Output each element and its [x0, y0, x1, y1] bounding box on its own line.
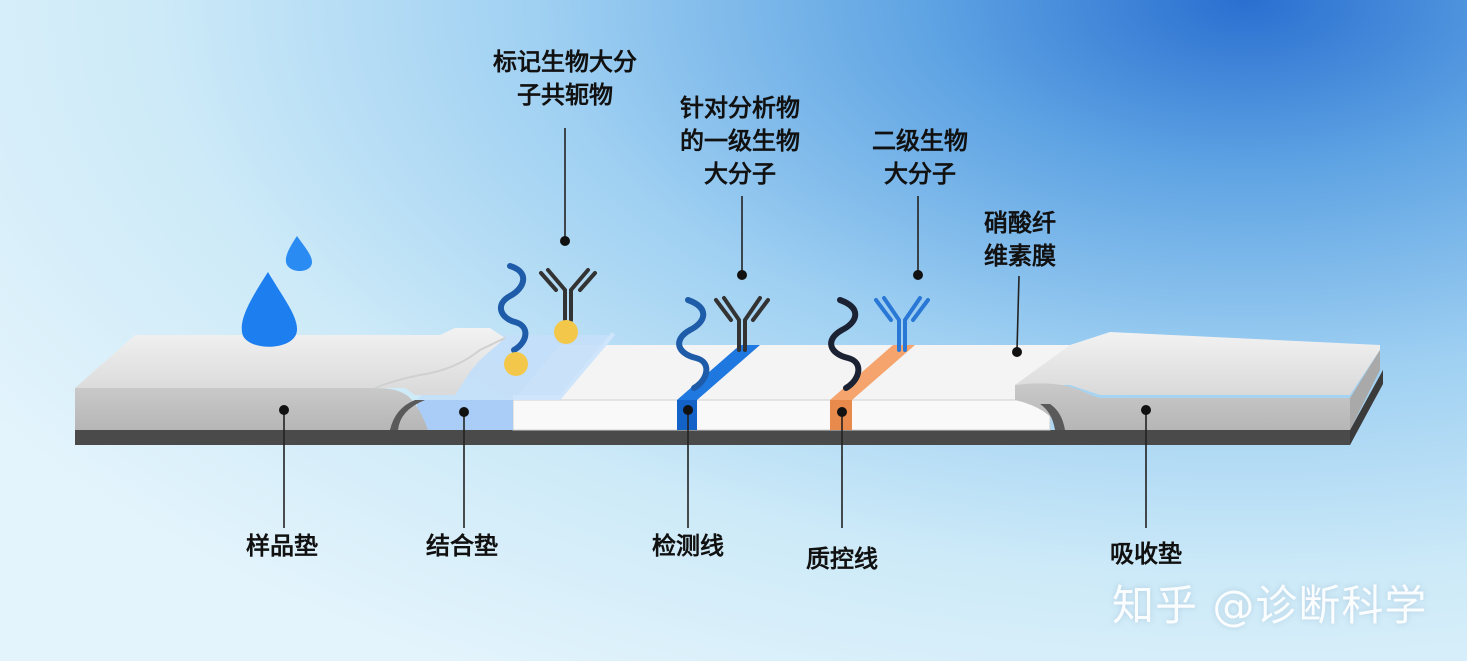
nucleic-acid-strand-icon — [676, 297, 710, 391]
label-control-line: 质控线 — [806, 545, 878, 573]
leader-dots — [279, 236, 1151, 417]
antibody-icon — [539, 268, 597, 322]
leader-lines — [283, 128, 1147, 528]
label-test-line: 检测线 — [652, 532, 724, 560]
backing-card-front — [75, 430, 1350, 445]
gold-nanoparticle-icon — [504, 352, 528, 376]
label-primary-biomolecule: 针对分析物 的一级生物 大分子 — [680, 94, 800, 188]
nucleic-acid-strand-icon — [828, 297, 862, 391]
water-drop-icon — [241, 236, 312, 347]
nucleic-acid-strand-icon — [498, 263, 529, 353]
antibody-icon — [714, 296, 770, 352]
nitrocellulose-membrane — [512, 345, 1070, 431]
label-labeled-conjugate: 标记生物大分 子共轭物 — [493, 48, 637, 109]
label-sample-pad: 样品垫 — [246, 532, 318, 560]
label-nitrocellulose-membrane: 硝酸纤 维素膜 — [984, 209, 1056, 270]
label-conjugate-pad: 结合垫 — [426, 532, 498, 560]
label-secondary-biomolecule: 二级生物 大分子 — [872, 127, 968, 188]
watermark: 知乎 @诊断科学 — [1112, 581, 1428, 630]
label-absorbent-pad: 吸收垫 — [1110, 540, 1182, 568]
antibody-icon — [874, 296, 930, 352]
sample-pad — [75, 328, 506, 430]
absorbent-pad — [1015, 332, 1380, 430]
gold-nanoparticle-icon — [554, 320, 578, 344]
